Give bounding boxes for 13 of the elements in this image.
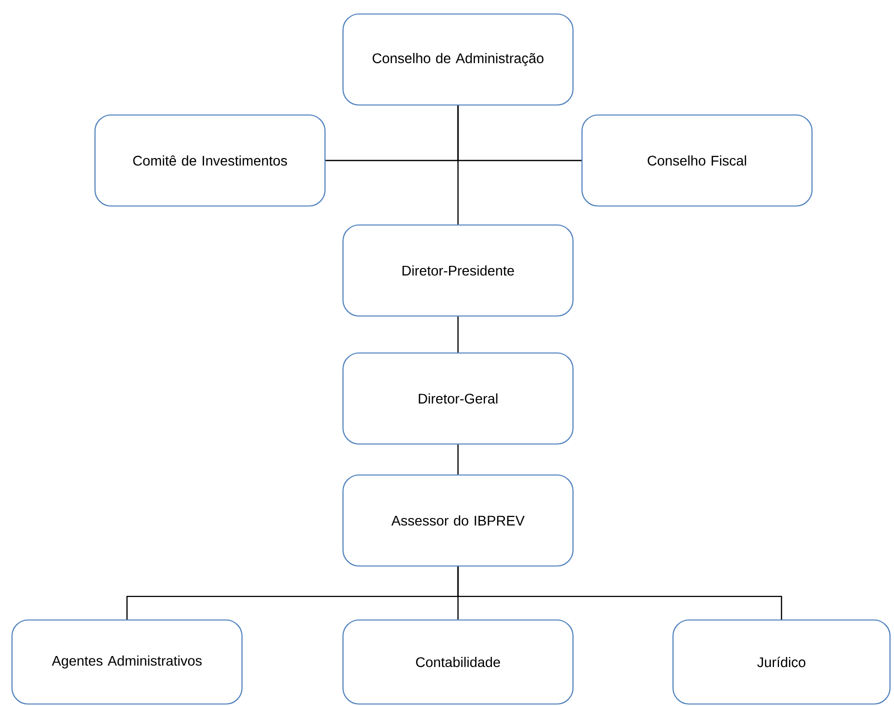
org-box: Comitê de Investimentos xyxy=(94,114,326,207)
org-box: Conselho Fiscal xyxy=(581,114,813,207)
org-box: Contabilidade xyxy=(342,619,574,705)
connector-line xyxy=(457,106,459,224)
org-box: Agentes Administrativos xyxy=(11,619,243,705)
org-box: Diretor-Geral xyxy=(342,352,574,445)
connector-line xyxy=(457,444,459,474)
connector-line xyxy=(457,566,782,620)
org-box: Conselho de Administração xyxy=(342,13,574,106)
connector-line xyxy=(457,316,459,352)
org-box: Diretor-Presidente xyxy=(342,224,574,317)
org-box: Jurídico xyxy=(672,619,891,705)
org-box: Assessor do IBPREV xyxy=(342,474,574,567)
